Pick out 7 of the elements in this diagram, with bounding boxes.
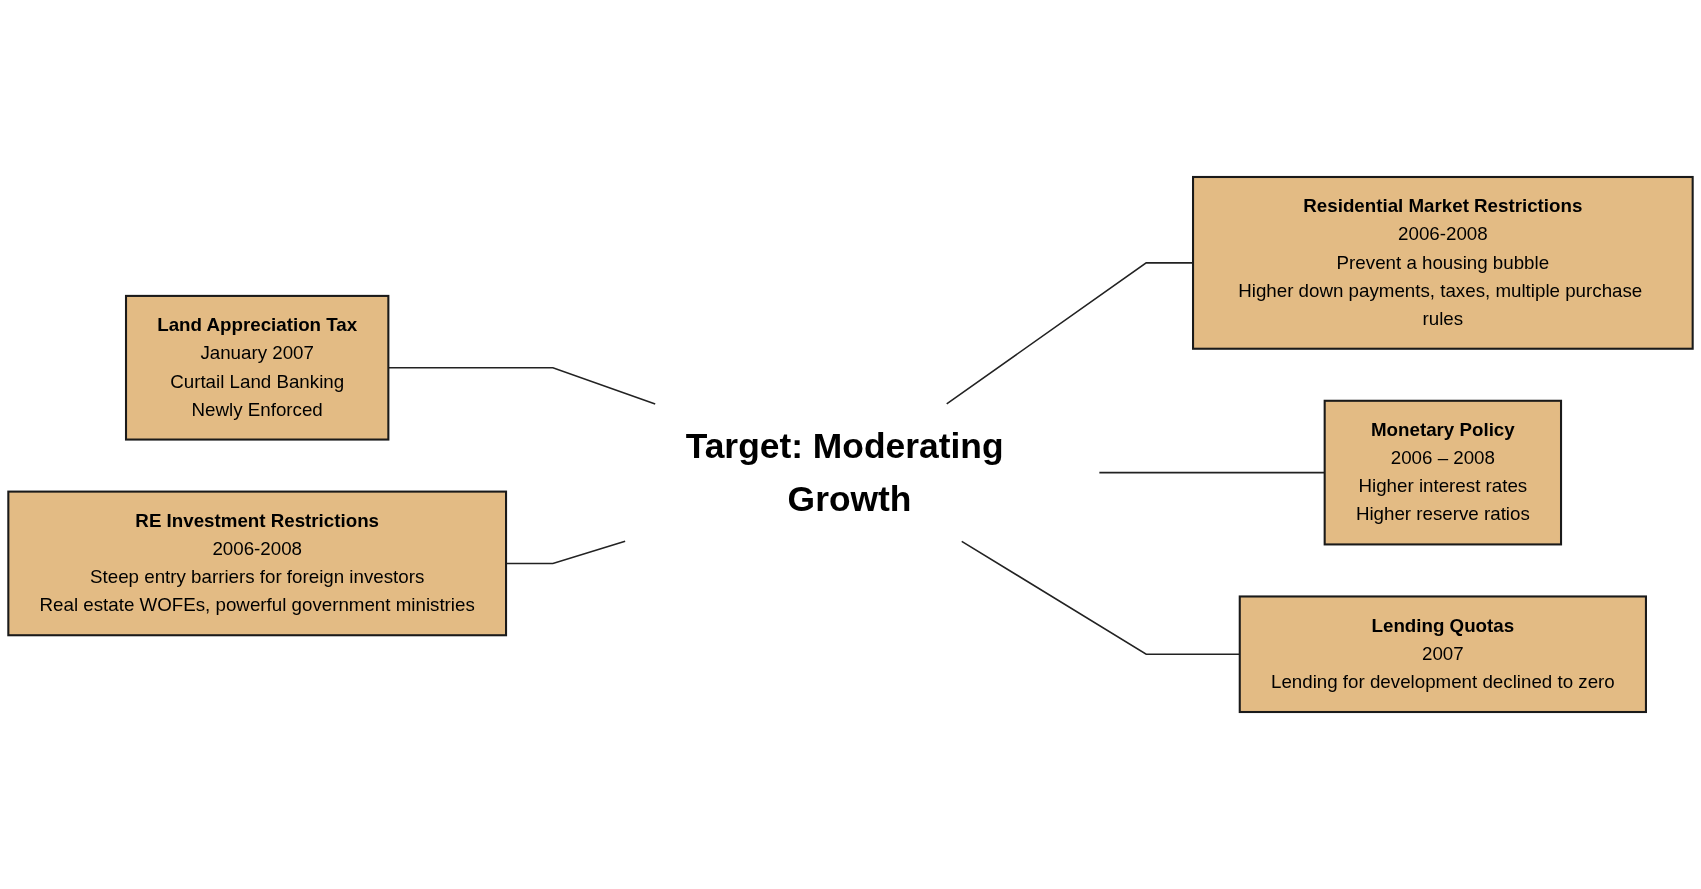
node-box: Monetary Policy 2006 – 2008 Higher interest rates Higher reserve ratios bbox=[1323, 399, 1563, 546]
node-box: Lending Quotas 2007 Lending for development declined to zero bbox=[1238, 595, 1647, 714]
node-text: Target: Moderating Growth bbox=[685, 425, 1004, 519]
node-box: Land Appreciation Tax January 2007 Curtail Land Banking Newly Enforced bbox=[124, 294, 390, 441]
node-box: RE Investment Restrictions 2006-2008 Steep entry barriers for foreign investors Real estate WOFEs, powerful government ministries bbox=[7, 490, 508, 637]
connector bbox=[945, 262, 1194, 405]
node-box: Residential Market Restrictions 2006-2008 Prevent a housing bubble Higher down payments, taxes, multiple purchase rules bbox=[1192, 175, 1694, 350]
